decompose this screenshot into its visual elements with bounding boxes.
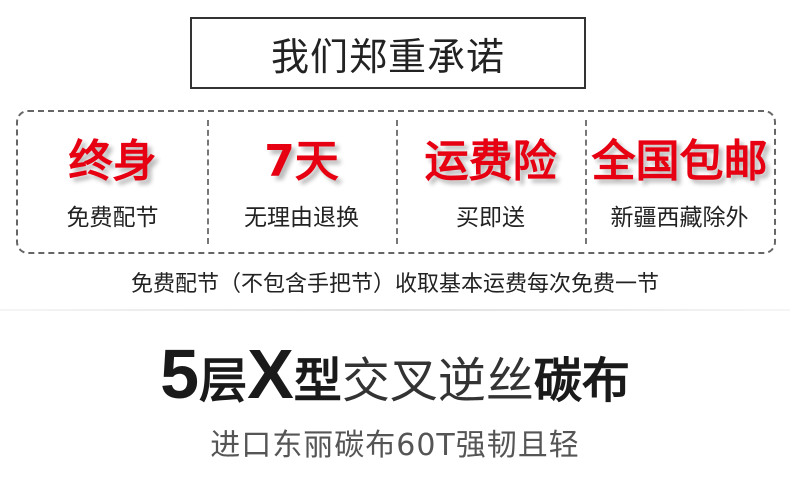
free-section-note: 免费配节（不包含手把节）收取基本运费每次免费一节 [130,272,659,297]
promise-shipping-insurance: 运费险 买即送 [396,112,585,252]
promise-sub-text: 买即送 [456,205,525,231]
promise-sub-text: 无理由退换 [244,205,359,231]
promise-main-text: 7天 [264,136,339,187]
product-headline: 5 层 X 型 交叉逆丝 碳布 [0,336,790,412]
promise-sub-text: 新疆西藏除外 [610,205,749,231]
promise-main-text: 运费险 [424,136,557,187]
promise-main-text: 全国包邮 [591,136,768,187]
promise-panel: 终身 免费配节 7天 无理由退换 运费险 买即送 全国包邮 新疆西藏除外 [16,110,776,254]
commitment-title-box: 我们郑重承诺 [190,17,586,89]
headline-carbon-cloth: 碳布 [533,353,630,409]
product-subline: 进口东丽碳布60T强韧且轻 [210,428,580,463]
promise-7day-return: 7天 无理由退换 [207,112,396,252]
promise-main-text: 终身 [68,136,157,187]
headline-layer-word: 层 [199,353,248,409]
headline-type-word: 型 [293,353,342,409]
promise-sub-text: 免费配节 [66,205,159,231]
headline-layer-count: 5 [160,335,200,413]
headline-x-letter: X [247,335,294,413]
promise-lifetime: 终身 免费配节 [18,112,207,252]
promise-free-shipping: 全国包邮 新疆西藏除外 [585,112,774,252]
commitment-title: 我们郑重承诺 [270,34,505,79]
headline-cross-weave: 交叉逆丝 [341,353,534,409]
section-divider [0,309,790,311]
